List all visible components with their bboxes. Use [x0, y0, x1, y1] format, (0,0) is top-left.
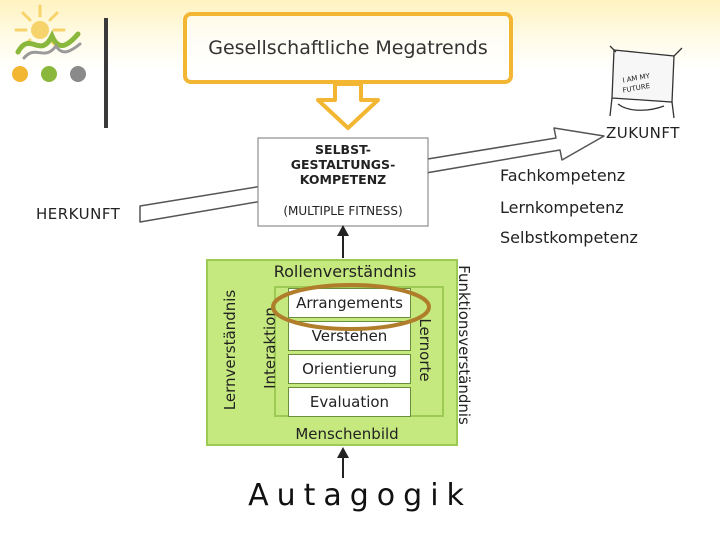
- competence-fach: Fachkompetenz: [500, 166, 626, 185]
- label-rollenverstaendnis: Rollenverständnis: [273, 262, 417, 281]
- label-interaktion: Interaktion: [261, 307, 279, 389]
- label-herkunft: HERKUNFT: [36, 205, 121, 223]
- label-zukunft: ZUKUNFT: [606, 124, 680, 142]
- logo-dot-grey: [70, 66, 86, 82]
- header-divider-line: [104, 18, 108, 128]
- stack-orientierung: Orientierung: [288, 354, 411, 384]
- label-funktionsverstaendnis: Funktionsverständnis: [455, 265, 473, 425]
- footer-autagogik: Autagogik: [248, 478, 472, 513]
- fitness-subtitle: (MULTIPLE FITNESS): [283, 204, 403, 218]
- logo-dot-orange: [12, 66, 28, 82]
- fitness-title: SELBST- GESTALTUNGS- KOMPETENZ: [290, 142, 396, 187]
- stack-verstehen: Verstehen: [288, 321, 411, 351]
- logo-dot-green: [41, 66, 57, 82]
- up-arrowhead-top: [337, 225, 349, 236]
- label-lernorte: Lernorte: [416, 318, 434, 382]
- competence-selbst: Selbstkompetenz: [500, 228, 638, 247]
- competence-lern: Lernkompetenz: [500, 198, 624, 217]
- future-sign-icon: I AM MY FUTURE: [609, 45, 683, 119]
- label-menschenbild: Menschenbild: [295, 425, 399, 443]
- stack-evaluation: Evaluation: [288, 387, 411, 417]
- up-arrowhead-bottom: [337, 447, 349, 458]
- megatrends-box: Gesellschaftliche Megatrends: [183, 12, 513, 84]
- label-lernverstaendnis: Lernverständnis: [221, 289, 239, 411]
- logo-swoosh-icon: [15, 30, 81, 55]
- stack-arrangements: Arrangements: [288, 288, 411, 318]
- megatrends-title: Gesellschaftliche Megatrends: [208, 37, 488, 59]
- megatrends-down-arrow: [316, 82, 380, 130]
